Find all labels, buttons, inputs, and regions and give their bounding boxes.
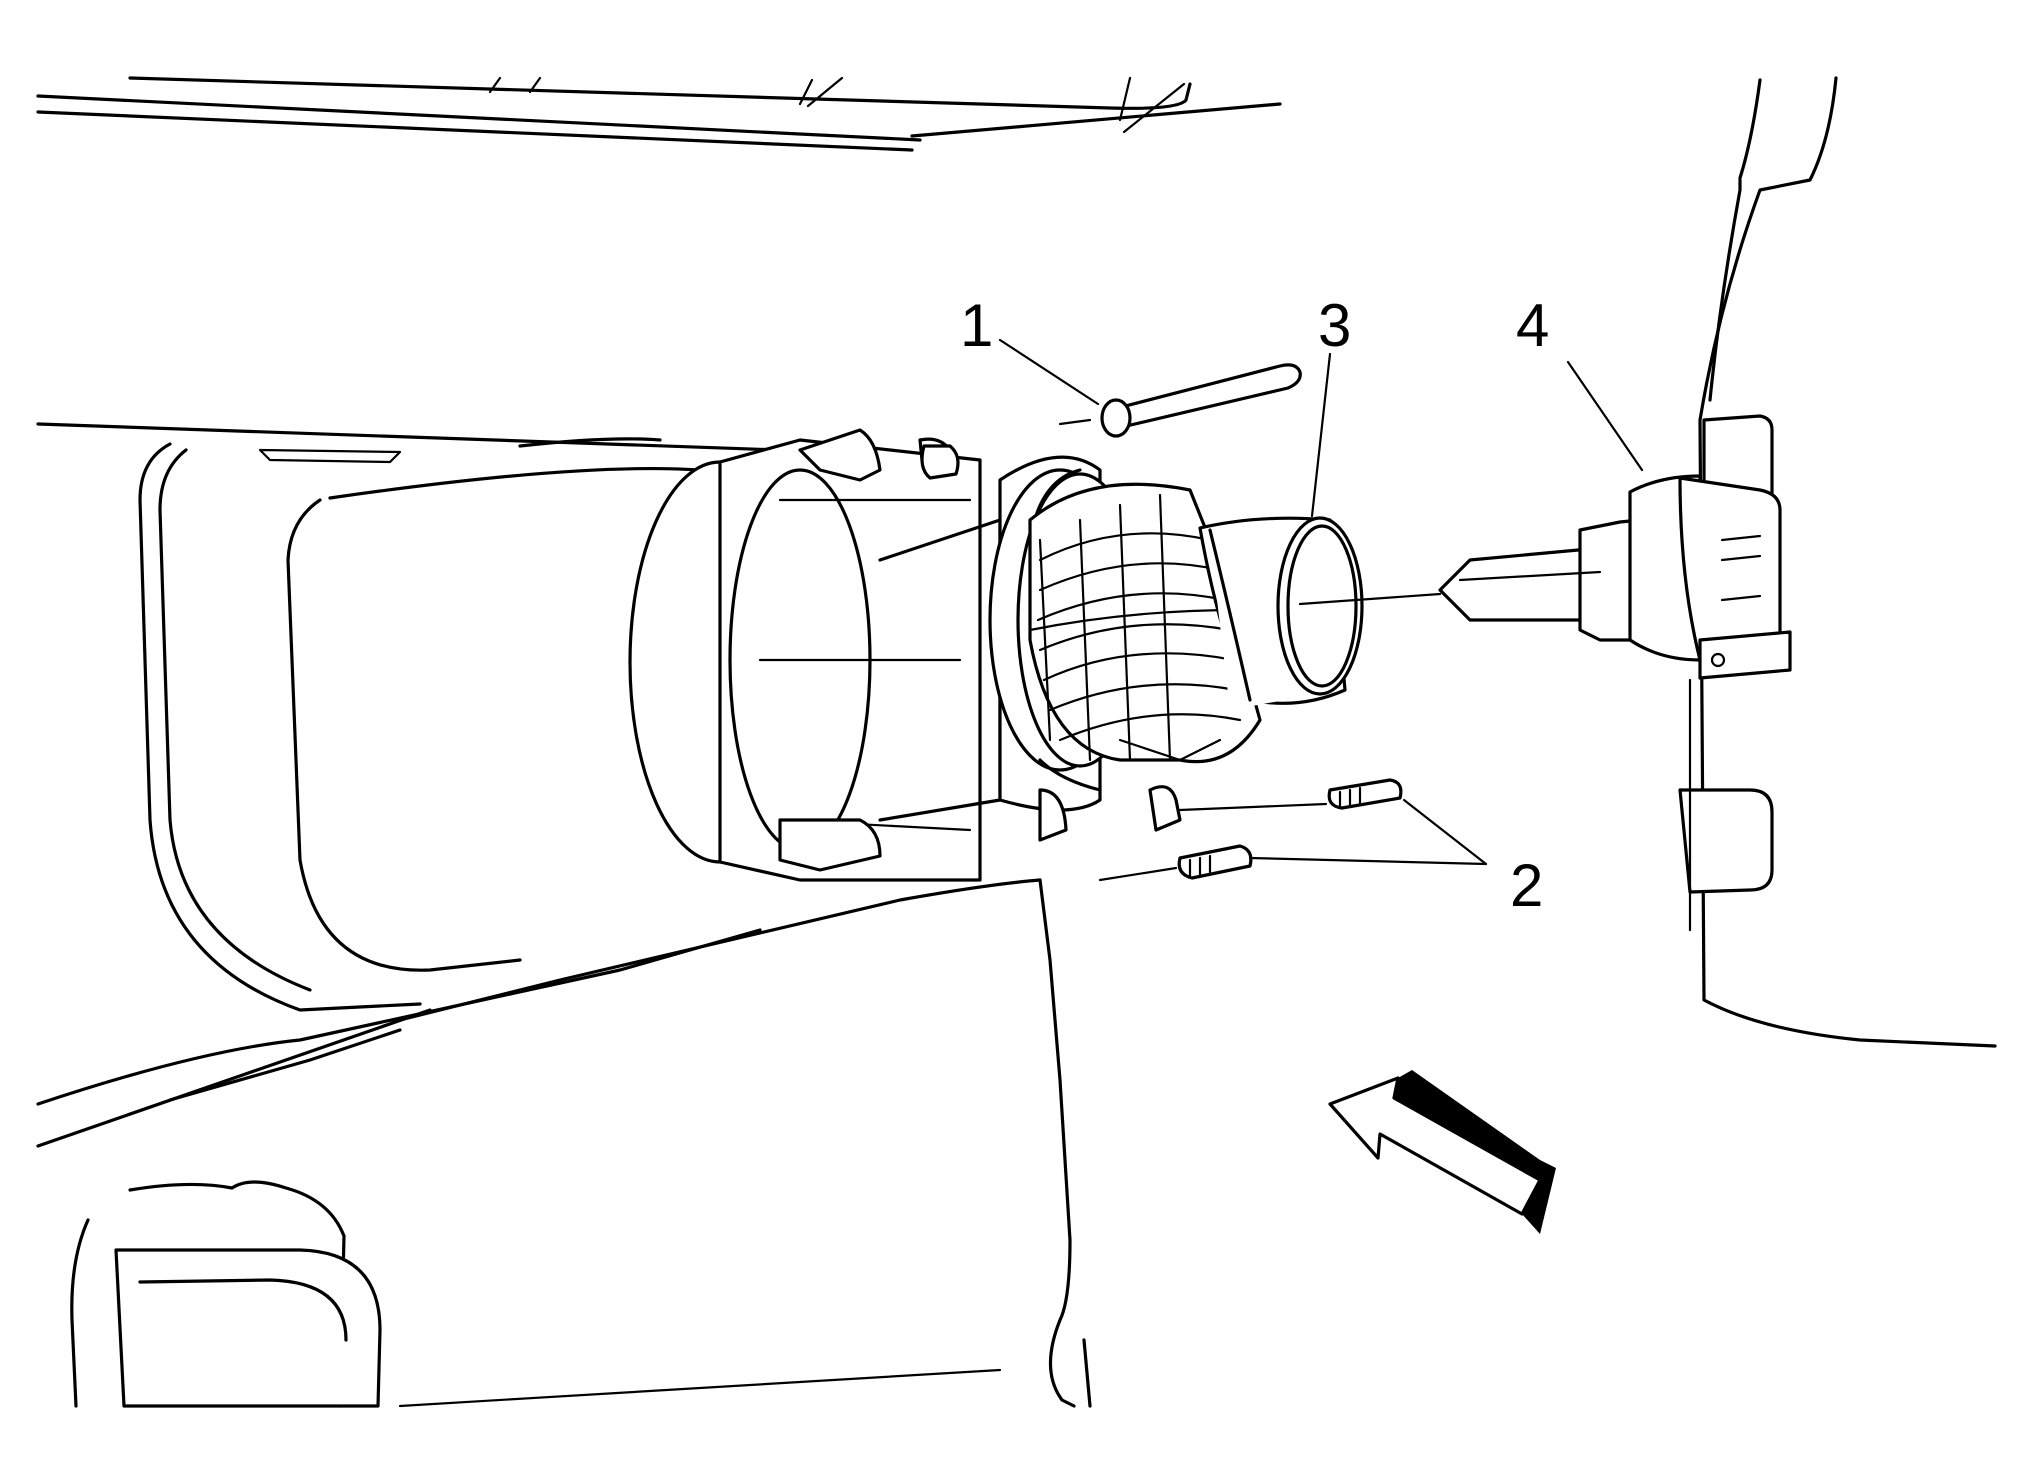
bulb-boot-ribbed [1028,482,1442,764]
callout-1: 1 [960,292,993,359]
leader-2a [1402,798,1488,866]
direction-arrow-icon [1328,1070,1556,1234]
mounting-screws [1038,778,1403,882]
callout-labels: 1 2 3 4 [960,292,1549,919]
leader-4 [1566,360,1644,472]
leader-1 [998,338,1100,406]
callout-3: 3 [1318,292,1351,359]
callout-4: 4 [1516,292,1549,359]
upper-body-panel [36,76,1282,152]
headlamp-bulb [1438,474,1792,680]
leader-2b [1248,856,1488,866]
retaining-pin [920,363,1302,480]
callout-2: 2 [1510,852,1543,919]
callout-leaders [998,338,1644,866]
bumper-panel [70,878,1092,1408]
leader-3 [1310,352,1332,518]
